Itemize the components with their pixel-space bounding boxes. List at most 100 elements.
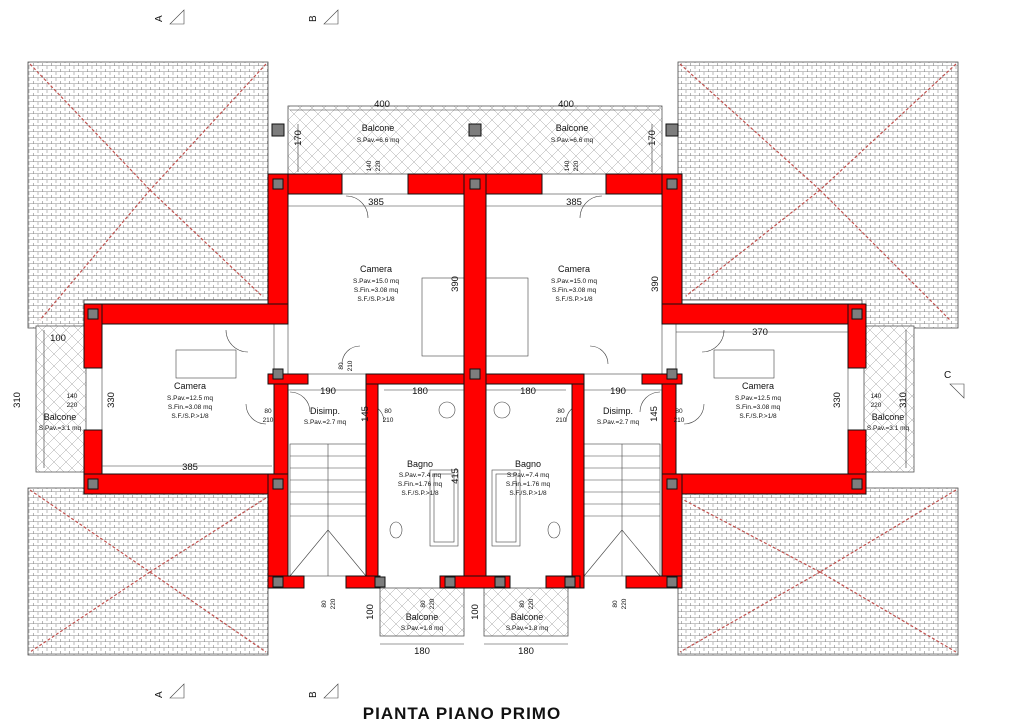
opening-label: 220 [573,160,580,171]
svg-text:Bagno: Bagno [407,459,433,469]
svg-text:S.Pav.=3.1 mq: S.Pav.=3.1 mq [867,425,910,432]
svg-text:S.F./S.P.>1/8: S.F./S.P.>1/8 [739,413,777,420]
wall [661,373,677,475]
pillar [469,368,481,380]
pillar [494,576,506,588]
wall [847,303,867,369]
balcony-top [287,105,663,175]
dim-label: 310 [898,392,909,408]
walls [83,173,867,589]
roof-top-left [27,61,269,329]
section-marker-b-top: B [308,9,339,25]
room-disimp-left: Disimp. S.Pav.=2.7 mq [304,406,347,426]
svg-text:S.F./S.P.>1/8: S.F./S.P.>1/8 [171,413,209,420]
wall [661,173,683,305]
pillar [468,123,482,137]
wall [267,373,309,385]
svg-text:Balcone: Balcone [511,612,544,622]
opening-label: 80 [519,600,526,608]
opening-label: 140 [564,160,571,171]
svg-text:S.Pav.=1.8 mq: S.Pav.=1.8 mq [401,625,444,632]
dim-label: 385 [182,462,198,473]
dim-label: 400 [558,99,574,110]
pillar [87,478,99,490]
svg-text:C: C [944,370,951,381]
toilet-icon [389,521,403,539]
opening-labels: 140 220 140 220 80 210 80 210 80 210 80 … [67,160,882,609]
opening-label: 220 [429,598,436,609]
dim-label: 190 [610,386,626,397]
opening-label: 140 [871,393,882,400]
opening-label: 210 [674,417,685,424]
bathtub-left [429,469,459,547]
opening-label: 220 [871,402,882,409]
plan-title: PIANTA PIANO PRIMO [363,704,561,723]
opening-label: 80 [557,408,565,415]
section-marker-a-bottom: A [154,683,185,699]
wall [641,373,683,385]
balcony-bottom-left [379,587,465,637]
svg-text:S.Fin.=3.08 mq: S.Fin.=3.08 mq [168,404,213,411]
dimension-lines [43,109,907,645]
opening-label: 220 [528,598,535,609]
pillar [469,178,481,190]
dim-label: 180 [412,386,428,397]
wall [661,473,867,495]
svg-text:S.F./S.P.>1/8: S.F./S.P.>1/8 [357,296,395,303]
dim-label: 330 [832,392,843,408]
svg-text:Camera: Camera [742,381,774,391]
svg-text:S.Pav.=1.8 mq: S.Pav.=1.8 mq [506,625,549,632]
wall [439,575,511,589]
room-camera-right: Camera S.Pav.=12.5 mq S.Fin.=3.08 mq S.F… [735,381,781,420]
opening-label: 80 [338,362,345,370]
svg-text:S.Pav.=6.6 mq: S.Pav.=6.6 mq [357,137,400,144]
section-markers: A B C A B [154,9,965,699]
svg-text:S.Fin.=1.76 mq: S.Fin.=1.76 mq [506,481,551,488]
svg-text:S.Fin.=3.08 mq: S.Fin.=3.08 mq [354,287,399,294]
pillar [665,123,679,137]
svg-text:S.F./S.P.>1/8: S.F./S.P.>1/8 [401,490,439,497]
svg-text:S.Pav.=12.5 mq: S.Pav.=12.5 mq [735,395,781,402]
dim-label: 145 [649,406,660,422]
opening-label: 220 [330,598,337,609]
room-camera-top-right: Camera S.Pav.=15.0 mq S.Fin.=3.08 mq S.F… [551,264,597,303]
pillar [444,576,456,588]
wall [661,303,867,325]
dim-label: 390 [650,276,661,292]
svg-text:Balcone: Balcone [406,612,439,622]
stairs-left [289,443,367,577]
room-balcone-bottom-right: Balcone S.Pav.=1.8 mq [506,612,549,632]
dim-label: 180 [414,646,430,657]
roof-areas [27,61,959,656]
room-disimp-right: Disimp. S.Pav.=2.7 mq [597,406,640,426]
dim-label: 370 [752,327,768,338]
pillar [666,576,678,588]
bathtub-right [491,469,521,547]
section-marker-a-top: A [154,9,185,25]
opening-label: 80 [420,600,427,608]
svg-text:S.F./S.P.>1/8: S.F./S.P.>1/8 [509,490,547,497]
dim-label: 180 [520,386,536,397]
svg-text:Balcone: Balcone [44,412,77,422]
opening-label: 80 [384,408,392,415]
wall [267,473,289,589]
dim-label: 385 [368,197,384,208]
svg-text:A: A [154,15,165,22]
opening-label: 80 [675,408,683,415]
balconies [35,105,915,637]
svg-text:S.Pav.=3.1 mq: S.Pav.=3.1 mq [39,425,82,432]
opening-label: 80 [321,600,328,608]
svg-text:S.Pav.=7.4 mq: S.Pav.=7.4 mq [399,472,442,479]
sink-icon [493,401,511,419]
dim-label: 400 [374,99,390,110]
opening-label: 210 [383,417,394,424]
pillar [851,478,863,490]
pillar [272,368,284,380]
dim-label: 170 [647,130,658,146]
opening-label: 80 [612,600,619,608]
wall [463,173,487,589]
svg-text:S.F./S.P.>1/8: S.F./S.P.>1/8 [555,296,593,303]
pillar [87,308,99,320]
wall [83,303,103,369]
svg-text:Camera: Camera [360,264,392,274]
